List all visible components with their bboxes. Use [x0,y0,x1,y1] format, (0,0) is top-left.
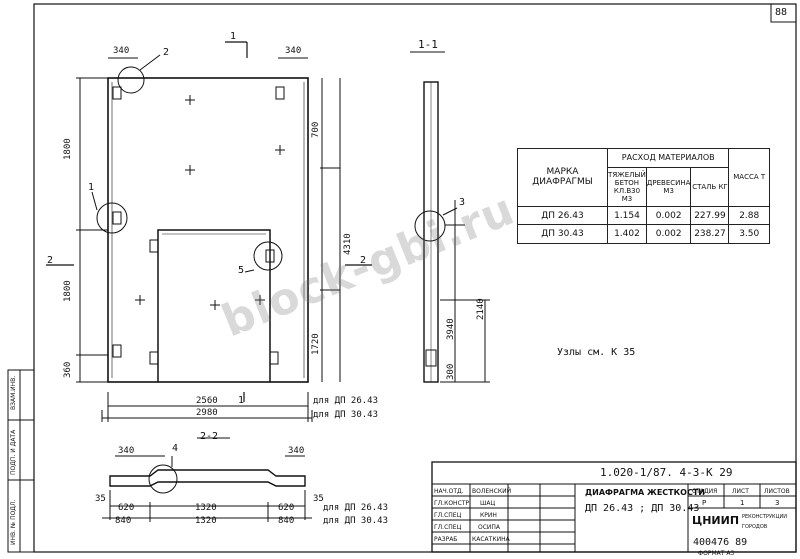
cell-concrete: 1.402 [606,224,647,244]
stage-label: СТАДИЯ [692,488,718,495]
nodes-note: Узлы см. К 35 [557,347,636,358]
callout-number: 1 [88,182,95,193]
cell-mass: 2.88 [728,205,770,226]
stamp-name: ОСИПА [478,524,501,531]
table-row: ДП 30.43 1.402 0.002 238.27 3.50 [517,224,770,244]
dimension-ref: для ДП 26.43 [323,503,389,513]
side-stamp [7,369,35,553]
drawing-marks: ДП 26.43 ; ДП 30.43 [585,503,700,514]
materials-title: РАСХОД МАТЕРИАЛОВ [606,148,730,168]
cell-steel: 227.99 [690,205,730,226]
dimension: 1320 [195,516,217,526]
drawing-code: 1.020-1/87. 4-3-К 29 [600,466,733,479]
stamp-role: ГЛ.КОНСТР. [434,500,471,507]
archive-number: 400476 89 [693,537,748,548]
stamp-name: ВОЛЕНСКИЙ [472,488,512,495]
stage-value: Р [702,499,707,507]
dimension: 620 [278,503,295,513]
table-row: ДП 26.43 1.154 0.002 227.99 2.88 [517,205,770,226]
sheet-frame [33,3,797,553]
organization: ЦНИИП [692,514,740,527]
side-stamp-label: ВЗАМ.ИНВ. [10,375,17,410]
dimension: 1320 [195,503,217,513]
cell-steel: 238.27 [690,224,730,244]
stamp-name: КАСАТКИНА [472,536,510,543]
col-mark-header: МАРКА ДИАФРАГМЫ [517,148,608,207]
cut-mark: 2 [360,255,367,266]
callout-number: 5 [238,265,245,276]
sheets-value: 3 [775,499,780,507]
sheets-label: ЛИСТОВ [764,488,790,495]
dimension: 340 [113,46,130,56]
cut-mark: 1 [230,31,237,42]
dimension-ref: для ДП 26.43 [313,396,379,406]
dimension: 1800 [63,138,73,160]
dimension: 1720 [311,333,321,355]
dimension: 840 [115,516,132,526]
dimension: 300 [446,363,456,380]
dimension-ref: для ДП 30.43 [323,516,389,526]
col-steel-header: СТАЛЬ КГ [690,166,730,207]
callout-number: 2 [163,47,170,58]
section-label-2-2: 2-2 [200,431,219,442]
section-2-2 [102,437,312,522]
cell-wood: 0.002 [645,205,692,226]
sheet-format: ФОРМАТ А3 [698,550,735,557]
dimension: 840 [278,516,295,526]
dimension: 700 [311,121,321,138]
dimension: 35 [313,494,324,504]
organization-subtitle: РЕКОНСТРУКЦИИ ГОРОДОВ [742,514,787,530]
page-number: 88 [775,7,788,18]
cell-mark: ДП 30.43 [517,224,608,244]
sheet-value: 1 [740,499,745,507]
dimension: 35 [95,494,106,504]
cell-mark: ДП 26.43 [517,205,608,226]
dimension: 1800 [63,280,73,302]
dimension-ref: для ДП 30.43 [313,410,379,420]
dimension: 360 [63,361,73,378]
stamp-name: ШАЦ [480,500,496,507]
title-block-grid [431,461,797,553]
stamp-role: РАЗРАБ [434,536,458,543]
stamp-name: КРИН [480,512,497,519]
dimension: 340 [288,446,305,456]
materials-table: МАРКА ДИАФРАГМЫ РАСХОД МАТЕРИАЛОВ МАССА … [517,148,770,244]
stamp-role: НАЧ.ОТД. [434,488,464,495]
cell-mass: 3.50 [728,224,770,244]
stamp-role: ГЛ.СПЕЦ [434,512,462,519]
side-stamp-label: ПОДП. И ДАТА [10,429,17,475]
col-wood-header: ДРЕВЕСИНА М3 [645,166,692,207]
dimension: 620 [118,503,135,513]
section-label-1-1: 1-1 [418,38,438,51]
cut-mark: 2 [47,255,54,266]
drawing-title: ДИАФРАГМА ЖЕСТКОСТИ [585,488,705,497]
sheet-label: ЛИСТ [732,488,749,495]
dimension: 3940 [446,318,456,340]
dimension: 2980 [196,408,218,418]
col-concrete-header: ТЯЖЕЛЫЙ БЕТОН КЛ.В30 М3 [606,166,647,207]
section-1-1 [410,51,490,383]
stamp-role: ГЛ.СПЕЦ [434,524,462,531]
cell-wood: 0.002 [645,224,692,244]
callout-number: 3 [459,197,466,208]
callout-number: 4 [172,443,179,454]
cell-concrete: 1.154 [606,205,647,226]
dimension: 340 [118,446,135,456]
dimension: 4310 [343,233,353,255]
side-stamp-label: ИНВ. № ПОДЛ. [10,499,17,545]
cut-mark: 1 [238,395,245,406]
dimension: 340 [285,46,302,56]
page-number-box [770,3,797,23]
dimension: 2560 [196,396,218,406]
main-elevation [46,41,372,422]
dimension: 2140 [476,298,486,320]
col-mass-header: МАССА Т [728,148,770,207]
